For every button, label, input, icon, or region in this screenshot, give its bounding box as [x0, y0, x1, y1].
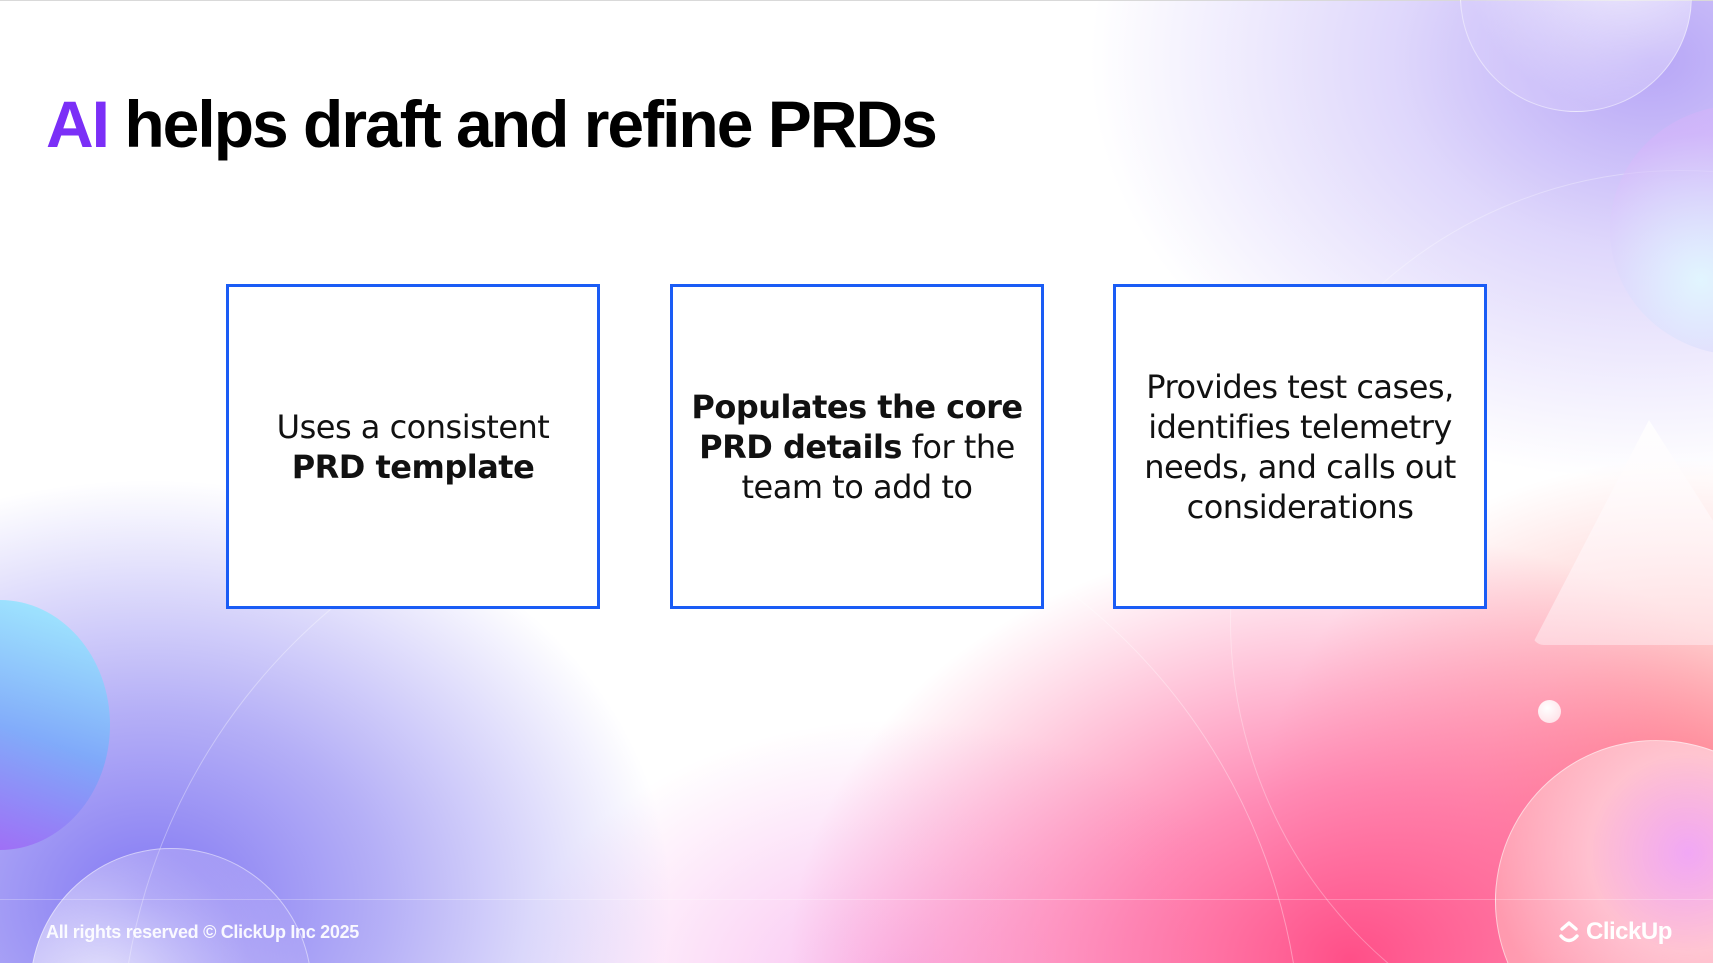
feature-card-template: Uses a consistent PRD template: [226, 284, 600, 609]
page-title: AI helps draft and refine PRDs: [46, 87, 938, 161]
card-line: considerations: [1186, 487, 1414, 526]
card-text: Populates the core PRD details for the t…: [691, 387, 1023, 507]
card-line-bold: PRD template: [291, 447, 535, 486]
top-divider: [0, 0, 1713, 1]
logo-wordmark: ClickUp: [1586, 918, 1672, 945]
card-line: team to add to: [741, 467, 973, 506]
feature-card-populate: Populates the core PRD details for the t…: [670, 284, 1044, 609]
card-line: for the: [901, 427, 1016, 466]
clickup-logo-icon: [1559, 921, 1579, 943]
card-text: Uses a consistent PRD template: [277, 407, 550, 487]
card-line-bold: Populates the core: [691, 387, 1023, 426]
card-line: needs, and calls out: [1144, 447, 1456, 486]
clickup-logo: ClickUp: [1558, 918, 1672, 946]
copyright-text: All rights reserved © ClickUp Inc 2025: [46, 922, 359, 942]
decorative-orb: [0, 600, 110, 850]
decorative-orb: [30, 848, 312, 963]
title-rest: helps draft and refine PRDs: [108, 87, 938, 161]
decorative-orb: [1610, 105, 1713, 355]
title-accent: AI: [46, 87, 110, 161]
feature-card-testcases: Provides test cases, identifies telemetr…: [1113, 284, 1487, 609]
card-line-bold: PRD details: [699, 427, 902, 466]
card-line: Provides test cases,: [1146, 367, 1454, 406]
footer-divider: [0, 899, 1713, 900]
decorative-dot: [1538, 700, 1561, 723]
decorative-triangle: [1532, 420, 1713, 645]
card-line: Uses a consistent: [276, 407, 550, 446]
card-text: Provides test cases, identifies telemetr…: [1144, 367, 1456, 527]
card-line: identifies telemetry: [1148, 407, 1452, 446]
decorative-orb: [1460, 0, 1692, 112]
